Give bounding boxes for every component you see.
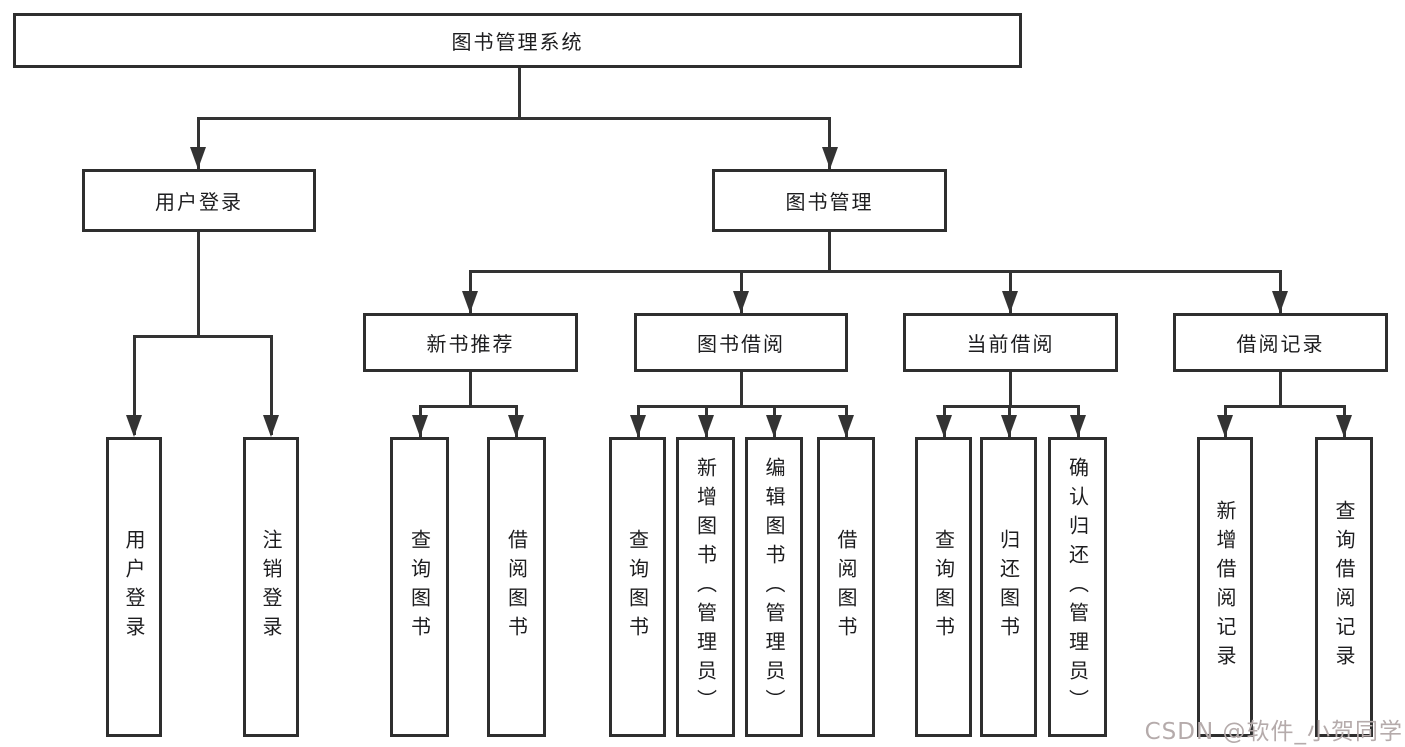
arrow-down-icon xyxy=(733,291,749,313)
leaf-confirm-return-admin-label: 确认归还（管理员） xyxy=(1065,456,1090,718)
arrow-down-icon xyxy=(838,415,854,437)
arrow-down-icon xyxy=(126,415,142,437)
arrow-down-icon xyxy=(936,415,952,437)
leaf-user-login: 用户登录 xyxy=(106,437,162,737)
leaf-confirm-return-admin: 确认归还（管理员） xyxy=(1048,437,1107,737)
connector-current-borrow-branch xyxy=(943,405,1079,408)
connector-root-stem xyxy=(518,67,521,119)
node-borrow-records: 借阅记录 xyxy=(1173,313,1388,372)
leaf-borrow-book-2-label: 借阅图书 xyxy=(834,529,858,645)
leaf-query-book-2: 查询图书 xyxy=(609,437,666,737)
connector-drop-leaf xyxy=(133,335,136,435)
connector-user-login-stem xyxy=(197,232,200,336)
connector-book-borrow-stem xyxy=(740,372,743,407)
leaf-query-borrow-record: 查询借阅记录 xyxy=(1315,437,1373,737)
node-book-management: 图书管理 xyxy=(712,169,947,232)
connector-drop-leaf xyxy=(270,335,273,435)
node-borrow-records-label: 借阅记录 xyxy=(1236,332,1325,356)
connector-borrow-records-stem xyxy=(1279,372,1282,407)
node-book-management-label: 图书管理 xyxy=(785,190,874,214)
arrow-down-icon xyxy=(630,415,646,437)
leaf-edit-book-admin-label: 编辑图书（管理员） xyxy=(762,456,786,718)
leaf-query-book-1-label: 查询图书 xyxy=(407,529,432,645)
leaf-borrow-book-1: 借阅图书 xyxy=(487,437,546,737)
node-current-borrow: 当前借阅 xyxy=(903,313,1118,372)
leaf-return-book-label: 归还图书 xyxy=(996,529,1021,645)
leaf-return-book: 归还图书 xyxy=(980,437,1037,737)
connector-drop-user-login xyxy=(197,117,200,169)
leaf-query-book-2-label: 查询图书 xyxy=(625,529,650,645)
node-book-borrow: 图书借阅 xyxy=(634,313,848,372)
connector-book-mgmt-branch xyxy=(469,270,1282,273)
leaf-query-book-3-label: 查询图书 xyxy=(931,529,956,645)
leaf-logout-login-label: 注销登录 xyxy=(259,529,283,645)
connector-book-borrow-branch xyxy=(637,405,848,408)
leaf-add-book-admin: 新增图书（管理员） xyxy=(676,437,735,737)
leaf-borrow-book-2: 借阅图书 xyxy=(817,437,875,737)
leaf-query-book-3: 查询图书 xyxy=(915,437,972,737)
node-current-borrow-label: 当前借阅 xyxy=(966,332,1055,356)
connector-user-login-branch xyxy=(133,335,273,338)
node-user-login-label: 用户登录 xyxy=(155,190,243,214)
connector-book-mgmt-stem xyxy=(828,232,831,272)
arrow-down-icon xyxy=(1217,415,1233,437)
arrow-down-icon xyxy=(412,415,428,437)
leaf-query-borrow-record-label: 查询借阅记录 xyxy=(1332,500,1356,674)
leaf-add-borrow-record-label: 新增借阅记录 xyxy=(1213,500,1237,674)
arrow-down-icon xyxy=(1272,291,1288,313)
arrow-down-icon xyxy=(462,291,478,313)
node-user-login: 用户登录 xyxy=(82,169,316,232)
arrow-down-icon xyxy=(766,415,782,437)
connector-new-book-stem xyxy=(469,372,472,407)
leaf-edit-book-admin: 编辑图书（管理员） xyxy=(745,437,803,737)
leaf-logout-login: 注销登录 xyxy=(243,437,299,737)
leaf-query-book-1: 查询图书 xyxy=(390,437,449,737)
arrow-down-icon xyxy=(822,147,838,169)
arrow-down-icon xyxy=(263,415,279,437)
node-library-system-label: 图书管理系统 xyxy=(451,30,584,54)
node-new-book-recommend-label: 新书推荐 xyxy=(426,332,515,356)
leaf-borrow-book-1-label: 借阅图书 xyxy=(504,529,529,645)
leaf-add-borrow-record: 新增借阅记录 xyxy=(1197,437,1253,737)
csdn-watermark: CSDN @软件_小贺同学 xyxy=(1144,719,1403,745)
leaf-user-login-label: 用户登录 xyxy=(122,529,146,645)
arrow-down-icon xyxy=(698,415,714,437)
arrow-down-icon xyxy=(190,147,206,169)
leaf-add-book-admin-label: 新增图书（管理员） xyxy=(693,456,718,718)
connector-new-book-branch xyxy=(419,405,518,408)
connector-borrow-records-branch xyxy=(1224,405,1345,408)
arrow-down-icon xyxy=(508,415,524,437)
connector-drop-book-mgmt xyxy=(828,117,831,169)
arrow-down-icon xyxy=(1070,415,1086,437)
connector-current-borrow-stem xyxy=(1009,372,1012,407)
arrow-down-icon xyxy=(1002,291,1018,313)
connector-root-branch xyxy=(197,117,831,120)
arrow-down-icon xyxy=(1336,415,1352,437)
node-book-borrow-label: 图书借阅 xyxy=(697,332,785,356)
node-new-book-recommend: 新书推荐 xyxy=(363,313,578,372)
node-library-system: 图书管理系统 xyxy=(13,13,1022,68)
arrow-down-icon xyxy=(1001,415,1017,437)
